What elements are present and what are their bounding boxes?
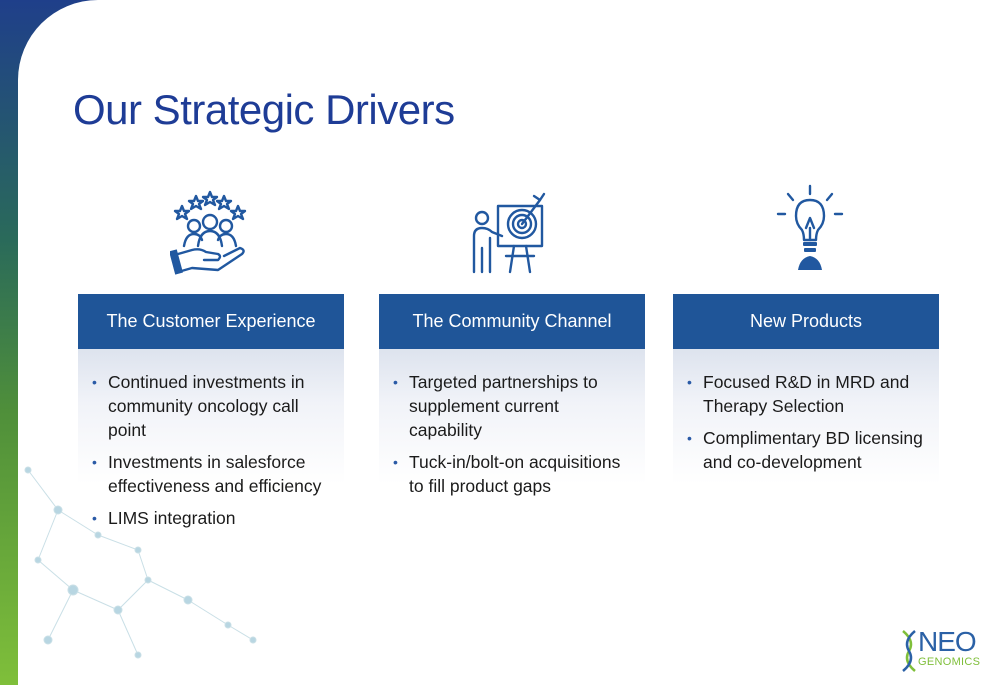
bullet-icon: • xyxy=(393,454,398,470)
list-item: •Continued investments in community onco… xyxy=(92,372,305,440)
list-item: •Complimentary BD licensing and co-devel… xyxy=(687,428,923,472)
panel-new-products: New Products •Focused R&D in MRD and The… xyxy=(673,294,939,484)
bullet-icon: • xyxy=(92,454,97,470)
bullet-icon: • xyxy=(687,374,692,390)
presentation-target-icon xyxy=(472,192,546,274)
page-title: Our Strategic Drivers xyxy=(73,86,455,133)
panel-heading: The Customer Experience xyxy=(78,294,344,349)
panel-body: •Targeted partnerships to supplement cur… xyxy=(379,349,645,496)
panel-community-channel: The Community Channel •Targeted partners… xyxy=(379,294,645,496)
panel-heading: The Community Channel xyxy=(379,294,645,349)
bullet-icon: • xyxy=(393,374,398,390)
list-item: •Investments in salesforce effectiveness… xyxy=(92,452,322,496)
list-item: •Tuck-in/bolt-on acquisitions to fill pr… xyxy=(393,452,621,496)
bullet-icon: • xyxy=(92,374,97,390)
molecule-network-decoration xyxy=(24,466,257,659)
customer-rating-icon xyxy=(170,190,247,275)
logo-wordmark: NEO xyxy=(918,626,977,657)
bullet-icon: • xyxy=(687,430,692,446)
bullet-icon: • xyxy=(92,510,97,526)
logo-subtitle: GENOMICS xyxy=(918,656,981,668)
lightbulb-icon xyxy=(776,184,844,270)
neogenomics-logo: NEO GENOMICS xyxy=(900,627,984,675)
list-item: •LIMS integration xyxy=(92,508,236,528)
panel-body: •Continued investments in community onco… xyxy=(78,349,344,528)
bullet-list: •Continued investments in community onco… xyxy=(78,349,344,530)
bullet-list: •Targeted partnerships to supplement cur… xyxy=(379,349,645,498)
list-item: •Focused R&D in MRD and Therapy Selectio… xyxy=(687,372,910,416)
panel-customer-experience: The Customer Experience •Continued inves… xyxy=(78,294,344,528)
dna-helix-icon xyxy=(902,630,916,672)
panel-body: •Focused R&D in MRD and Therapy Selectio… xyxy=(673,349,939,484)
bullet-list: •Focused R&D in MRD and Therapy Selectio… xyxy=(673,349,939,474)
panel-heading: New Products xyxy=(673,294,939,349)
slide: Our Strategic Drivers xyxy=(18,0,1000,685)
list-item: •Targeted partnerships to supplement cur… xyxy=(393,372,598,440)
